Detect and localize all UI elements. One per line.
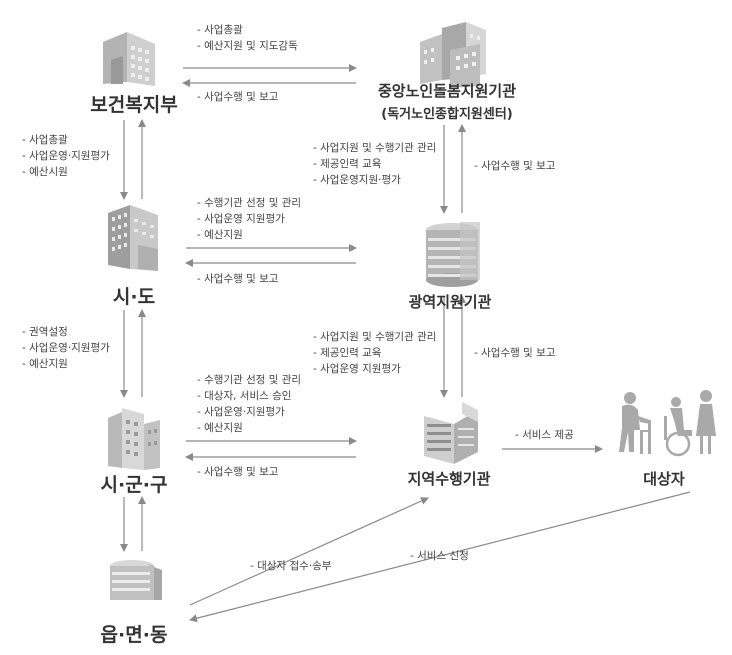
note-town-to-local: 대상자 접수·송부 [250,558,331,574]
note-ministry-to-province: 사업총괄 사업운영·지원평가 예산시원 [22,132,110,180]
elderly-people-icon [619,390,716,457]
node-ministry: 보건복지부 [90,94,178,116]
office-building-icon [103,32,155,86]
arrow-town-to-local [189,497,429,606]
node-regional-center: 광역지원기관 [408,293,492,311]
node-city: 시·군·구 [100,474,168,496]
node-province: 시·도 [112,286,156,308]
note-ministry-to-central: 사업총괄 예산지원 및 지도감독 [197,22,298,54]
note-central-to-ministry: 사업수행 및 보고 [197,89,278,105]
note-regional-to-province: 사업수행 및 보고 [197,271,278,287]
note-local-to-city: 사업수행 및 보고 [197,464,278,480]
note-local-to-regional: 사업수행 및 보고 [474,345,555,361]
note-local-to-target: 서비스 제공 [515,427,574,443]
round-building-icon [426,222,480,287]
note-regional-to-central: 사업수행 및 보고 [474,158,555,174]
node-central-center: 중앙노인돌봄지원기관 [377,82,517,100]
building-cluster-icon [420,22,486,88]
note-city-to-local: 수행기관 선정 및 관리 대상자, 서비스 승인 사업운영·지원평가 예산지원 [197,372,301,436]
note-regional-to-local: 사업지원 및 수행기관 관리 제공인력 교육 사업운영 지원평가 [313,329,436,377]
note-province-to-city: 권역설정 사업운영·지원평가 예산지원 [22,324,110,372]
node-local-agency: 지역수행기관 [407,470,491,488]
note-central-to-regional: 사업지원 및 수행기관 관리 제공인력 교육 사업운영지원·평가 [313,140,436,188]
low-building-icon [110,560,162,600]
note-target-to-town: 서비스 신청 [410,548,469,564]
office-block-icon [424,402,478,464]
node-town: 읍·면·동 [100,624,168,646]
node-central-center-sub: (독거노인종합지원센터) [381,107,513,122]
node-target: 대상자 [643,470,685,488]
tower-building-icon [108,408,160,470]
tall-building-icon [108,205,158,271]
note-province-to-regional: 수행기관 선정 및 관리 사업운영 지원평가 예산지원 [197,195,301,243]
